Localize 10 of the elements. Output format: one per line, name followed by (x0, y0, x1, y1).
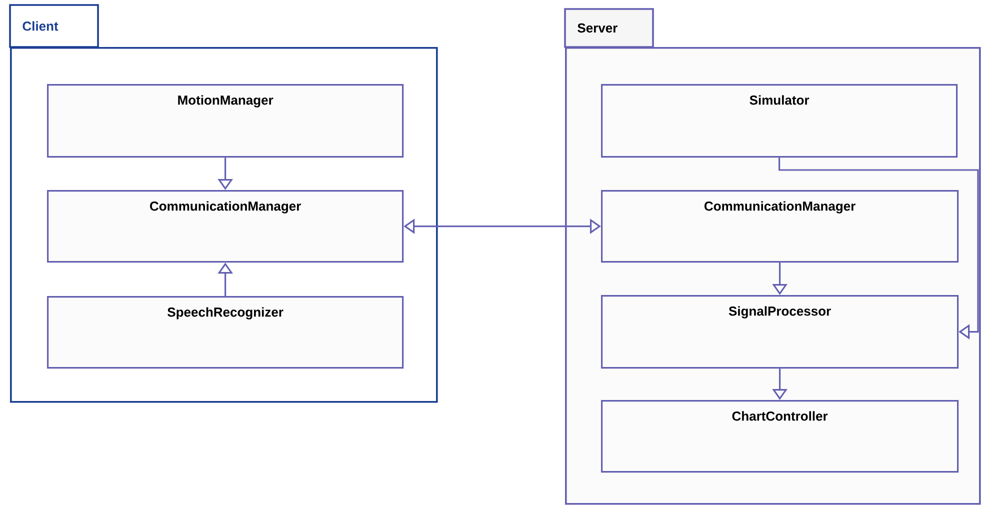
class-box: Simulator (601, 84, 958, 158)
class-box: SpeechRecognizer (47, 296, 404, 369)
arrow (778, 158, 979, 340)
node-label: Server (578, 23, 618, 33)
class-box: CommunicationManager (47, 190, 404, 263)
class-box: SignalProcessor (601, 295, 959, 369)
class-box: CommunicationManager (601, 190, 959, 263)
node-label: Client (22, 21, 58, 31)
class-box: ChartController (601, 400, 959, 473)
class-box: MotionManager (47, 84, 404, 158)
